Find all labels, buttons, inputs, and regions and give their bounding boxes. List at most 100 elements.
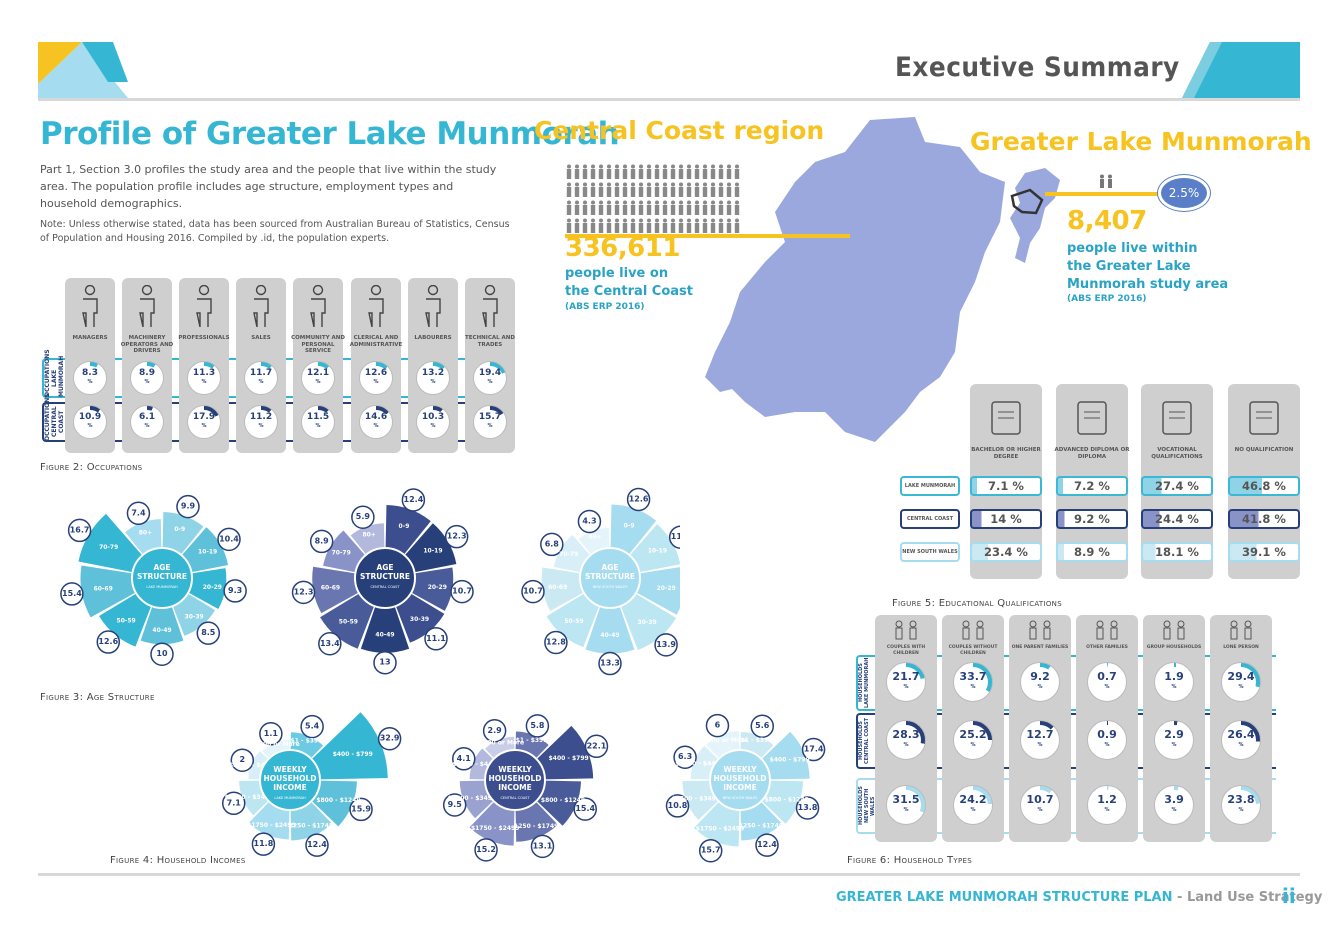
age-value-bubble: [150, 642, 174, 666]
income-segment: [469, 748, 494, 780]
income-value: 15.9: [351, 804, 371, 813]
education-value-box: 7.2 %: [1056, 476, 1128, 496]
percent-sign: %: [315, 379, 321, 385]
income-segment: [761, 731, 810, 780]
household-caption: Figure 6: Household Types: [847, 855, 972, 866]
percent-sign: %: [1238, 742, 1244, 748]
education-value-box: 14 %: [970, 509, 1042, 529]
age-value-bubble: [67, 518, 92, 543]
occupation-value: 13.2: [421, 368, 445, 378]
central-coast-connector: [565, 234, 850, 238]
income-segment: [536, 780, 581, 826]
age-title: AGE: [376, 563, 393, 572]
income-band-label: $800 - $1249: [541, 797, 585, 804]
income-segment: [469, 801, 515, 846]
income-segment: [740, 731, 774, 759]
central-coast-line2: the Central Coast: [565, 284, 694, 299]
glm-line2: the Greater Lake: [1067, 259, 1191, 274]
income-subtitle: CENTRAL COAST: [500, 796, 530, 800]
percent-sign: %: [903, 807, 909, 813]
age-segment: [99, 593, 152, 647]
population-people-icon: [566, 164, 740, 233]
household-row-label: HOUSEHOLDS LAKE MUNMORAH: [858, 657, 870, 709]
age-structure-charts: 9.90-910.410-199.320-298.530-391040-4912…: [60, 487, 680, 676]
income-value-bubble: [259, 722, 283, 746]
age-value-bubble: [176, 494, 200, 519]
profile-intro: Part 1, Section 3.0 profiles the study a…: [40, 163, 497, 210]
age-center: [354, 547, 416, 609]
age-value-bubble: [373, 650, 397, 675]
education-value: 23.4 %: [984, 545, 1028, 559]
percent-sign: %: [373, 379, 379, 385]
household-value: 26.4: [1227, 728, 1255, 741]
occupation-value-ring: 10.3%: [416, 405, 450, 439]
occupation-person-icon: [308, 284, 328, 328]
age-subtitle: LAKE MUNMORAH: [146, 585, 178, 589]
occupation-value: 8.3: [82, 368, 98, 378]
household-value-ring: 2.9%: [1154, 720, 1194, 760]
income-value-bubble: [221, 791, 246, 816]
household-value: 25.2: [959, 728, 987, 741]
age-band-label: 80+: [362, 531, 375, 538]
age-value: 9.3: [228, 586, 242, 595]
age-band-label: 0-9: [624, 523, 635, 530]
income-value: 6: [715, 721, 721, 730]
income-band-label: $1 - $399: [741, 737, 773, 744]
household-value: 31.5: [892, 793, 920, 806]
income-band-label: $800 - $1249: [316, 797, 360, 804]
central-coast-map: [705, 117, 1005, 442]
percent-sign: %: [1238, 807, 1244, 813]
household-value: 3.9: [1164, 793, 1184, 806]
occupation-person-icon: [423, 284, 443, 328]
income-value-bubble: [251, 832, 276, 856]
household-value-ring: 3.9%: [1154, 785, 1194, 825]
age-segment: [541, 567, 584, 611]
household-people-icon: [891, 620, 921, 640]
income-band-label: $2500 - $3499: [225, 794, 273, 801]
age-value-bubble: [217, 527, 241, 552]
percent-sign: %: [487, 379, 493, 385]
education-icon: [1159, 396, 1195, 438]
income-value-bubble: [442, 793, 467, 817]
income-band-label: $2500 - $3499: [672, 795, 720, 802]
age-value: 12.4: [404, 495, 424, 504]
percent-sign: %: [430, 423, 436, 429]
profile-note: Note: Unless otherwise stated, data has …: [40, 219, 510, 244]
income-center: [709, 749, 771, 811]
age-segment: [411, 567, 454, 611]
income-value-bubble: [530, 834, 555, 859]
household-value-ring: 31.5%: [886, 785, 926, 825]
age-value-bubble: [424, 627, 448, 651]
age-segment: [546, 593, 600, 648]
occupation-value-ring: 8.9%: [130, 361, 164, 395]
income-segment: [311, 780, 357, 827]
income-title: HOUSEHOLD: [264, 774, 317, 783]
age-center: [579, 547, 641, 609]
education-value-box: 8.9 %: [1056, 542, 1128, 562]
income-value: 6.3: [678, 752, 692, 761]
age-wheel: 9.90-910.410-199.320-298.530-391040-4912…: [60, 494, 247, 666]
income-value: 2: [240, 755, 246, 764]
percent-sign: %: [970, 807, 976, 813]
income-band-label: $400 - $799: [333, 751, 373, 758]
household-label: GROUP HOUSEHOLDS: [1146, 645, 1202, 650]
income-value: 22.1: [587, 741, 607, 750]
percent-sign: %: [1037, 684, 1043, 690]
income-band-label: $3500 - $4499: [229, 762, 277, 769]
income-title: HOUSEHOLD: [489, 774, 542, 783]
household-value-ring: 10.7%: [1020, 785, 1060, 825]
age-value-bubble: [401, 488, 426, 512]
income-band-label: $3500 - $4499: [675, 760, 723, 767]
age-band-label: 10-19: [423, 547, 442, 554]
age-value: 12.8: [546, 637, 566, 646]
percent-sign: %: [1171, 684, 1177, 690]
household-people-icon: [958, 620, 988, 640]
central-coast-source: (ABS ERP 2016): [565, 302, 645, 312]
income-title: WEEKLY: [273, 765, 307, 774]
income-segment: [682, 780, 719, 820]
household-value: 0.7: [1097, 670, 1117, 683]
age-value: 4.3: [582, 516, 596, 525]
income-band-label: $4500 or More: [250, 741, 299, 748]
income-value-bubble: [573, 797, 597, 821]
age-segment: [629, 524, 680, 573]
